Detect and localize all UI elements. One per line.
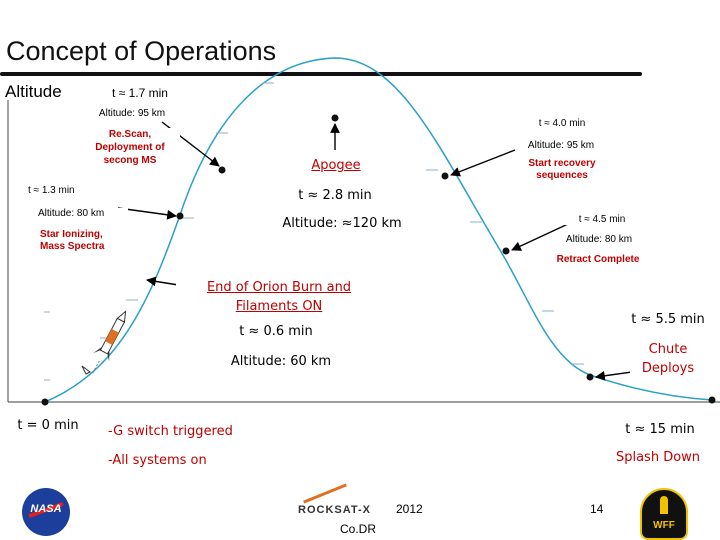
recovery-time-label: t ≈ 4.0 min — [522, 118, 602, 129]
rocket-icon — [92, 310, 127, 374]
marker-chute — [586, 373, 594, 381]
rescan-altitude-label: Altitude: 95 km — [84, 108, 180, 119]
recovery-event-line-1: Start recovery — [528, 158, 596, 169]
chute-event-line-1: Chute — [648, 342, 688, 357]
wff-logo-text: WFF — [653, 520, 675, 531]
burn-heading-line-2: Filaments ON — [235, 299, 323, 314]
rescan-event-line-3: secong MS — [103, 155, 157, 166]
marker-rescan — [218, 166, 226, 174]
star-event-line-2: Mass Spectra — [40, 241, 105, 252]
y-axis-label: Altitude — [5, 82, 62, 101]
launch-time-label: t = 0 min — [10, 418, 86, 433]
chute-time-label: t ≈ 5.5 min — [620, 312, 716, 327]
rescan-event-line-1: Re.Scan, — [108, 129, 152, 140]
systems-line-1: -G switch triggered — [108, 424, 233, 439]
event-markers — [41, 114, 716, 406]
slide-title: Concept of Operations — [6, 36, 277, 66]
rescan-event-line-2: Deployment of — [95, 142, 165, 153]
marker-retract — [502, 247, 510, 255]
marker-recovery — [441, 172, 449, 180]
star-event-line-1: Star Ionizing, — [40, 229, 103, 240]
nasa-logo-icon: NASA — [22, 488, 70, 536]
marker-splash — [708, 396, 716, 404]
marker-launch — [41, 398, 49, 406]
footer-year: 2012 — [396, 502, 423, 516]
chute-event-line-2: Deploys — [641, 361, 695, 376]
apogee-time-label: t ≈ 2.8 min — [280, 188, 390, 203]
systems-line-2: -All systems on — [108, 453, 207, 468]
page-number: 14 — [590, 502, 604, 516]
retract-event-label: Retract Complete — [546, 254, 650, 265]
burn-time-label: t ≈ 0.6 min — [226, 324, 326, 339]
star-event-label: Star Ionizing, Mass Spectra — [40, 229, 120, 253]
trajectory-ticks — [44, 82, 584, 381]
apogee-altitude-label: Altitude: ≈120 km — [272, 216, 412, 231]
arrow-recovery — [450, 149, 516, 177]
rescan-time-label: t ≈ 1.7 min — [92, 86, 188, 100]
splash-time-label: t ≈ 15 min — [612, 422, 708, 437]
rocksat-logo-text: ROCKSAT-X — [298, 504, 371, 516]
retract-time-label: t ≈ 4.5 min — [562, 214, 642, 225]
footer-codr: Co.DR — [340, 522, 377, 536]
star-time-label: t ≈ 1.3 min — [28, 185, 128, 196]
recovery-altitude-label: Altitude: 95 km — [516, 140, 606, 151]
wff-logo-icon: WFF — [640, 488, 688, 540]
splash-event-label: Splash Down — [606, 450, 710, 465]
chute-event-label: Chute Deploys — [630, 340, 706, 378]
arrow-retract — [511, 223, 569, 251]
booster-icon — [81, 365, 91, 375]
marker-star — [176, 212, 184, 220]
apogee-heading: Apogee — [296, 158, 376, 173]
burn-altitude-label: Altitude: 60 km — [206, 354, 356, 369]
recovery-event-label: Start recovery sequences — [512, 158, 612, 182]
retract-altitude-label: Altitude: 80 km — [552, 234, 646, 245]
rocksat-logo-icon: ROCKSAT-X — [290, 483, 394, 522]
burn-heading-line-1: End of Orion Burn and — [206, 280, 352, 295]
rescan-event-label: Re.Scan, Deployment of secong MS — [80, 128, 180, 167]
nasa-logo-text: NASA — [30, 503, 62, 515]
title-divider — [0, 72, 642, 76]
burn-heading: End of Orion Burn and Filaments ON — [176, 278, 382, 316]
recovery-event-line-2: sequences — [536, 170, 588, 181]
marker-apogee — [331, 114, 339, 122]
star-altitude-label: Altitude: 80 km — [38, 208, 128, 219]
